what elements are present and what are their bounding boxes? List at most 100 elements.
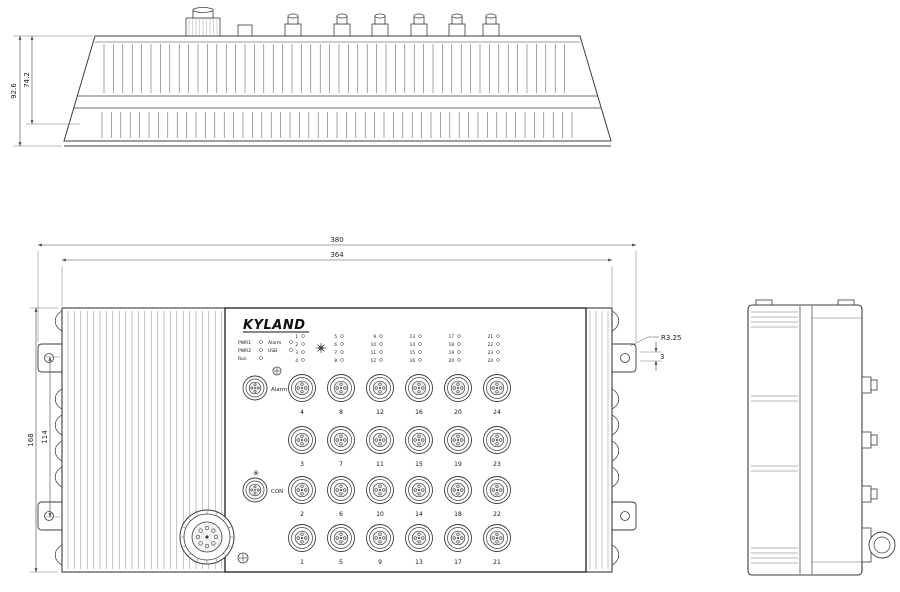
scallop-bump [54, 414, 63, 436]
port-pin-center [379, 439, 381, 441]
alarm-connector-pin [253, 383, 257, 387]
led-dot [496, 334, 500, 338]
alarm-connector-ring [245, 378, 265, 398]
port-pin [304, 536, 308, 540]
port-pin [378, 532, 382, 536]
port-pin-center [340, 387, 342, 389]
port-pin [452, 386, 456, 390]
certification-mark [318, 345, 324, 351]
side-connector-large-cap [868, 531, 896, 559]
port-number: 1 [300, 559, 304, 566]
top-heatsink-fins [101, 44, 573, 138]
led-dot [457, 358, 461, 362]
port-number: 9 [378, 559, 382, 566]
port-pin-center [301, 439, 303, 441]
port-pin [495, 442, 499, 446]
port-pin [374, 386, 378, 390]
port-pin [456, 434, 460, 438]
port-pin [499, 438, 503, 442]
knurl-line [196, 558, 199, 563]
side-connector-tip [870, 488, 878, 500]
port-pin [452, 438, 456, 442]
port-pin-center [457, 537, 459, 539]
top-connector-box [237, 24, 253, 37]
port-pin-center [496, 489, 498, 491]
port-pin [374, 488, 378, 492]
top-connector-m12-top [485, 13, 497, 19]
scallop-bump [611, 414, 620, 436]
port-ring [330, 429, 352, 451]
led-number: 10 [371, 342, 377, 347]
port-ring [291, 527, 313, 549]
led-dot [496, 342, 500, 346]
led-number: 16 [410, 358, 416, 363]
port-pin [460, 438, 464, 442]
port-pin [339, 532, 343, 536]
top-connector-m12-top [287, 13, 299, 19]
top-connector-m12 [333, 23, 351, 37]
led-number: 22 [488, 342, 494, 347]
port-pin [339, 434, 343, 438]
port-ring [486, 527, 508, 549]
port-pin [296, 386, 300, 390]
led-number: 24 [488, 358, 494, 363]
port-pin [456, 532, 460, 536]
led-dot [301, 342, 305, 346]
scallop-bump [54, 544, 63, 566]
led-number: 1 [295, 334, 298, 339]
port-ring [369, 527, 391, 549]
led-dot [301, 334, 305, 338]
led-number: 17 [449, 334, 455, 339]
port-ring [486, 479, 508, 501]
top-connector-m12 [448, 23, 466, 37]
port-ring [330, 377, 352, 399]
m12-port: 16 [405, 374, 433, 416]
scallop-bump [54, 466, 63, 488]
knurl-line [223, 553, 227, 557]
m12-port: 7 [327, 426, 355, 468]
brand-logo: KYLAND [243, 318, 306, 333]
side-connector [861, 485, 872, 503]
m12-port: 15 [405, 426, 433, 468]
port-pin-center [301, 537, 303, 539]
legend-label: PWR1 [238, 340, 251, 346]
alarm-connector-pin [250, 386, 254, 390]
port-ring [408, 527, 430, 549]
port-pin [491, 536, 495, 540]
port-pin [300, 532, 304, 536]
power-connector-pin [205, 535, 209, 539]
port-number: 18 [454, 511, 462, 518]
port-number: 20 [454, 409, 462, 416]
m12-port: 3 [288, 426, 316, 468]
m12-port: 6 [327, 476, 355, 518]
port-ring [447, 479, 469, 501]
port-pin [300, 484, 304, 488]
con-connector-ring [245, 480, 265, 500]
led-dot [340, 358, 344, 362]
port-pin [300, 442, 304, 446]
scallop-bump [611, 388, 620, 410]
port-pin [339, 540, 343, 544]
port-pin [456, 484, 460, 488]
legend-label: USB [268, 348, 277, 354]
port-pin [382, 438, 386, 442]
led-dot [379, 350, 383, 354]
led-number: 21 [488, 334, 494, 339]
port-pin [495, 390, 499, 394]
dim-hole-offset: 3 [660, 353, 664, 361]
led-number: 2 [295, 342, 298, 347]
m12-port: 11 [366, 426, 394, 468]
m12-port: 8 [327, 374, 355, 416]
port-number: 4 [300, 409, 304, 416]
port-pin [300, 492, 304, 496]
m12-port: 19 [444, 426, 472, 468]
top-connector-m12 [482, 23, 500, 37]
port-pin-center [496, 537, 498, 539]
port-pin [460, 536, 464, 540]
port-ring [408, 479, 430, 501]
m12-port: 20 [444, 374, 472, 416]
port-pin [495, 532, 499, 536]
port-pin [417, 532, 421, 536]
port-pin-center [379, 387, 381, 389]
